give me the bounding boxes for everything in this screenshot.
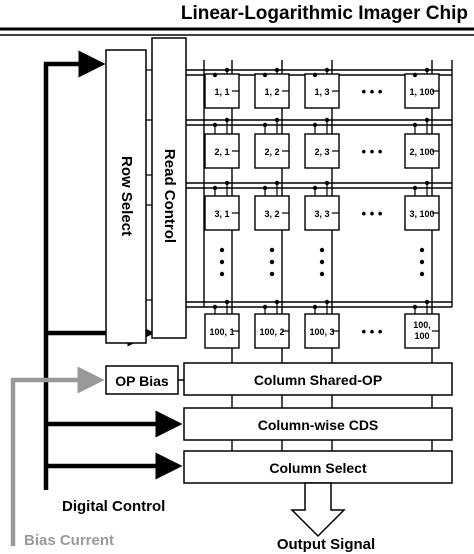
row-ellipsis: • • • — [362, 324, 383, 339]
pixel-label: 3, 1 — [214, 209, 229, 219]
row-select-label: Row Select — [118, 156, 135, 236]
junction-dot — [324, 67, 330, 73]
pixel-label: 2, 100 — [409, 147, 434, 157]
junction-dot — [312, 304, 318, 310]
junction-dot — [274, 299, 280, 305]
column-shared-op-label: Column Shared-OP — [254, 372, 382, 388]
column-ellipsis-dot — [419, 259, 425, 265]
junction-dot — [262, 304, 268, 310]
junction-dot — [424, 67, 430, 73]
row-select-block — [105, 49, 147, 344]
row-select-links — [146, 69, 152, 301]
junction-dot — [212, 185, 218, 191]
pixel-label: 3, 100 — [409, 209, 434, 219]
row-ellipsis: • • • — [362, 144, 383, 159]
chip-title: Linear-Logarithmic Imager Chip — [181, 3, 468, 24]
pixel-array: 1, 1 1, 2 1, 3 1, 100 • • • 2, 1 2, 2 2, 3 2, 10… — [186, 60, 453, 363]
pixel-label: 3, 3 — [314, 209, 329, 219]
junction-dot — [262, 122, 268, 128]
junction-dot — [312, 122, 318, 128]
junction-dot — [312, 72, 318, 78]
column-ellipsis-dot — [269, 247, 275, 253]
bias-current-line — [10, 366, 105, 546]
junction-dot — [324, 117, 330, 123]
junction-dot — [262, 72, 268, 78]
junction-dot — [312, 185, 318, 191]
output-arrow — [290, 482, 346, 538]
junction-dot — [412, 72, 418, 78]
column-ellipsis-dot — [269, 259, 275, 265]
column-wise-cds-block — [183, 407, 453, 441]
junction-dot — [424, 180, 430, 186]
junction-dot — [274, 180, 280, 186]
column-ellipsis-dot — [419, 247, 425, 253]
pixel-label: 2, 3 — [314, 147, 329, 157]
output-signal-label: Output Signal — [277, 536, 375, 553]
column-ellipsis-dot — [219, 247, 225, 253]
junction-dot — [412, 304, 418, 310]
pixel-label: 1, 3 — [314, 87, 329, 97]
column-ellipsis-dot — [319, 259, 325, 265]
pixel-label: 2, 1 — [214, 147, 229, 157]
op-bias-label: OP Bias — [115, 373, 169, 389]
column-ellipsis-dot — [219, 259, 225, 265]
junction-dot — [324, 299, 330, 305]
junction-dot — [212, 122, 218, 128]
column-ellipsis-dot — [419, 271, 425, 277]
pixel-label: 1, 2 — [264, 87, 279, 97]
junction-dot — [212, 304, 218, 310]
column-wise-cds-label: Column-wise CDS — [258, 417, 379, 433]
junction-dot — [224, 299, 230, 305]
column-shared-op-block — [183, 362, 453, 396]
junction-dot — [412, 185, 418, 191]
pixel-label: 100, 2 — [259, 327, 284, 337]
junction-dot — [224, 67, 230, 73]
column-select-label: Column Select — [269, 460, 367, 476]
column-ellipsis-dot — [319, 247, 325, 253]
pixel-label: 100, 3 — [309, 327, 334, 337]
pixel-label: 100, 1 — [209, 327, 234, 337]
row-ellipsis: • • • — [362, 206, 383, 221]
junction-dot — [412, 122, 418, 128]
pixel-label: 1, 100 — [409, 87, 434, 97]
junction-dot — [424, 299, 430, 305]
junction-dot — [212, 72, 218, 78]
pixel-label: 3, 2 — [264, 209, 279, 219]
row-ellipsis: • • • — [362, 84, 383, 99]
column-ellipsis-dot — [319, 271, 325, 277]
junction-dot — [324, 180, 330, 186]
pixel-label: 1, 1 — [214, 87, 229, 97]
pixel-label: 2, 2 — [264, 147, 279, 157]
junction-dot — [224, 117, 230, 123]
column-links — [231, 395, 433, 451]
bias-current-label: Bias Current — [24, 532, 114, 549]
junction-dot — [262, 185, 268, 191]
read-control-label: Read Control — [161, 149, 178, 243]
junction-dot — [224, 180, 230, 186]
digital-control-label: Digital Control — [62, 498, 165, 515]
pixel-label: 100,100 — [413, 320, 431, 341]
column-ellipsis-dot — [269, 271, 275, 277]
column-ellipsis-dot — [219, 271, 225, 277]
junction-dot — [274, 117, 280, 123]
junction-dot — [274, 67, 280, 73]
junction-dot — [424, 117, 430, 123]
